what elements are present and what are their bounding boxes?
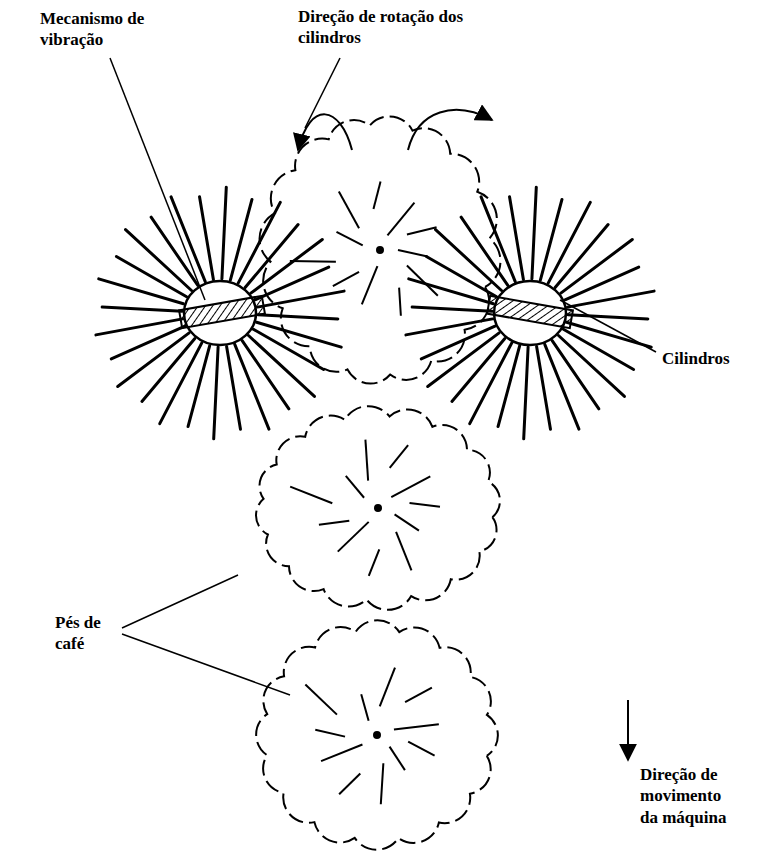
cylinder-rod (412, 307, 492, 311)
plant-branch (381, 763, 384, 804)
cylinder-rod (406, 319, 493, 335)
cylinder-rod (230, 199, 252, 280)
leader-line (122, 575, 238, 628)
plant-branch (339, 191, 359, 228)
plant-branch (321, 745, 362, 762)
cylinder-rod (151, 217, 198, 285)
plant-branch (315, 730, 345, 737)
cylinder-rod (461, 217, 508, 285)
leader-line (122, 634, 290, 695)
cylinder-rod (481, 197, 515, 282)
plant-branch (394, 724, 439, 729)
part-label: Direção de rotação dos cilindros (298, 6, 473, 49)
plant-outline (256, 620, 498, 849)
plant-branch (395, 514, 419, 530)
plant-branch (398, 250, 427, 256)
plant-outline (260, 116, 501, 383)
cylinder-rod (498, 346, 520, 427)
rotation-arrow (408, 110, 492, 150)
plant-branch (391, 476, 430, 497)
cylinder-rod (409, 279, 494, 304)
leader-lines (110, 58, 656, 695)
plant-branch (369, 549, 380, 576)
cylinder-rod (524, 347, 528, 439)
cylinder-rod (552, 341, 599, 409)
plant-branch (361, 694, 368, 720)
plant-branch (410, 503, 440, 507)
plant-outline (256, 406, 500, 610)
plant-branch (390, 747, 405, 771)
cylinder-rod (568, 315, 648, 319)
cylinder-rod (540, 199, 562, 280)
cylinder-rod (171, 197, 205, 282)
cylinder-rod (214, 347, 218, 439)
plant-branch (338, 522, 369, 552)
plant-stem (374, 732, 380, 738)
cylinder-rod (532, 187, 536, 279)
plant-branch (305, 685, 337, 715)
plant-branch (408, 742, 434, 756)
part-label: Cilindros (662, 348, 757, 369)
plant-branch (336, 232, 362, 246)
cylinder-rod (257, 291, 344, 307)
plant-branch (362, 266, 378, 304)
cylinder-rod (102, 307, 182, 311)
cylinder-rod (96, 319, 183, 335)
plant-branch (390, 445, 408, 468)
plant-branch (339, 774, 360, 795)
cylinder-rod (188, 346, 210, 427)
direction-label: Direção de movimento da máquina (640, 764, 740, 828)
rotation-arrow (298, 114, 352, 150)
plant-branch (319, 521, 349, 525)
leader-line (560, 300, 656, 352)
cylinder-rod (99, 279, 184, 304)
cylinders (179, 281, 573, 345)
cylinder-rod (242, 341, 289, 409)
plant-branch (373, 182, 380, 209)
coffee-plants (256, 116, 500, 849)
cylinder-rod (258, 315, 338, 319)
cylinder-rod (545, 344, 579, 429)
cylinder-rod (537, 346, 551, 429)
plant-branch (380, 668, 395, 707)
vibration-mechanism (179, 296, 265, 328)
cylinder-rod (510, 197, 524, 280)
plant-branch (365, 440, 368, 481)
cylinder-rod (200, 197, 214, 280)
plant-branch (387, 203, 414, 236)
plant-branch (290, 487, 332, 504)
plant-stem (377, 247, 383, 253)
leader-line (305, 58, 340, 128)
plant-branch (346, 476, 364, 498)
direction-arrow (627, 700, 629, 760)
cylinder-rods (96, 187, 654, 439)
cylinder-rod (257, 322, 342, 347)
plant-branch (399, 288, 401, 316)
cylinder-rod (227, 346, 241, 429)
plant-branch (405, 688, 432, 703)
leader-line (110, 58, 205, 300)
part-label: Pés de café (55, 612, 125, 655)
cylinder-rod (222, 187, 226, 279)
plant-stem (375, 505, 381, 511)
plant-branch (407, 227, 437, 234)
cylinder-rod (235, 344, 269, 429)
rotation-arrows (298, 110, 492, 150)
plant-branch (333, 272, 359, 286)
plant-branch (396, 532, 411, 571)
part-label: Mecanismo de vibração (40, 8, 180, 51)
cylinder-rod (567, 291, 654, 307)
